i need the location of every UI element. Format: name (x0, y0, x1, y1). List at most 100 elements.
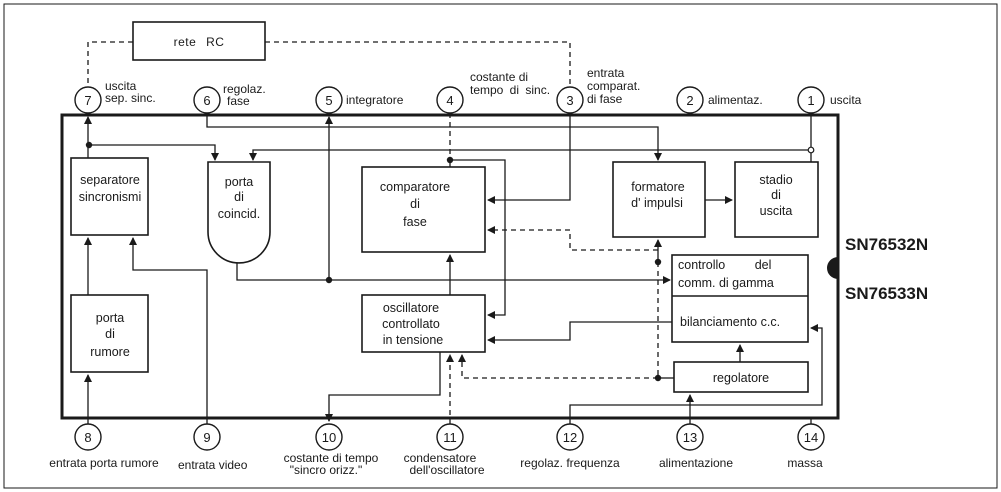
block-label: di (234, 190, 244, 204)
junction-ring (807, 146, 815, 154)
pin-number: 8 (84, 430, 91, 445)
wire (129, 237, 208, 424)
pin-number: 10 (322, 430, 336, 445)
block-label: di (105, 327, 115, 341)
chip-name-first: SN76532N (845, 235, 928, 254)
pin-3: 3 entrata comparat. di fase (556, 66, 640, 114)
pin-label: regolaz. frequenza (520, 456, 620, 470)
pin-label: regolaz. (223, 82, 266, 96)
pin-14: 14 massa (787, 423, 825, 470)
block-porta-coincidenza: porta di coincid. (207, 161, 271, 264)
dashed-wire (487, 226, 658, 251)
pin-number: 2 (686, 93, 693, 108)
block-regolatore: regolatore (673, 361, 809, 393)
pin-1: 1 uscita (797, 86, 862, 114)
pin-number: 14 (804, 430, 818, 445)
pin-circle (74, 86, 102, 114)
dashed-wire (87, 41, 133, 87)
pin-label: sep. sinc. (105, 91, 156, 105)
pin-label: fase (227, 94, 250, 108)
pin-number: 4 (446, 93, 453, 108)
pin-number: 9 (203, 430, 210, 445)
block-label: di (410, 197, 420, 211)
wire (249, 149, 811, 161)
block-box (673, 361, 809, 393)
block-box (361, 294, 486, 353)
pin-circle (556, 86, 584, 114)
block-box (207, 161, 271, 264)
block-label: controllo del (678, 258, 771, 272)
figure-frame (3, 3, 998, 489)
pin-label: di fase (587, 92, 623, 106)
rc-network-label: rete RC (174, 35, 225, 49)
pin-number: 6 (203, 93, 210, 108)
block-label: fase (403, 215, 427, 229)
junction-dot (325, 276, 333, 284)
pin-circle (193, 86, 221, 114)
pin-8: 8 entrata porta rumore (49, 423, 159, 470)
pin-circle (436, 423, 464, 451)
wire (325, 352, 441, 422)
wire (450, 159, 506, 319)
pin-label: dell'oscillatore (410, 463, 485, 477)
pin-12: 12 regolaz. frequenza (520, 423, 620, 470)
pin-circle (676, 423, 704, 451)
pin-number: 7 (84, 93, 91, 108)
junction-dot (654, 374, 662, 382)
pin-number: 12 (563, 430, 577, 445)
pin-circle (315, 423, 343, 451)
pin-label: comparat. (587, 79, 640, 93)
pin-6: 6 regolaz. fase (193, 82, 266, 114)
pin-circle (797, 423, 825, 451)
pin-circle (556, 423, 584, 451)
pin-13: 13 alimentazione (659, 423, 733, 470)
pin-2: 2 alimentaz. (676, 86, 763, 114)
block-stadio-uscita: stadio di uscita (734, 161, 819, 238)
pin-10: 10 costante di tempo "sincro orizz." (284, 423, 379, 477)
pin-label: alimentazione (659, 456, 733, 470)
pin-circle (676, 86, 704, 114)
dashed-wire (265, 41, 571, 87)
pin-11: 11 condensatore dell'oscillatore (404, 423, 485, 477)
block-label: comparatore (380, 180, 450, 194)
block-label: rumore (90, 345, 130, 359)
pin-label: costante di (470, 70, 528, 84)
wire (487, 113, 571, 204)
pin-9: 9 entrata video (178, 423, 248, 472)
pin-label: integratore (346, 93, 404, 107)
block-label: d' impulsi (631, 196, 683, 210)
block-label: regolatore (713, 371, 769, 385)
pin-number: 13 (683, 430, 697, 445)
ic-notch (827, 257, 838, 279)
block-formatore: formatore d' impulsi (612, 161, 706, 238)
wire (487, 321, 672, 344)
block-label: sincronismi (79, 190, 142, 204)
pin-circle (436, 86, 464, 114)
dashed-wire (458, 354, 658, 379)
junction-dot (654, 258, 662, 266)
block-label: formatore (631, 180, 685, 194)
pin-label: uscita (105, 79, 137, 93)
block-label: comm. di gamma (678, 276, 774, 290)
block-label: oscillatore (383, 301, 439, 315)
wires (84, 113, 823, 424)
block-label: porta (225, 175, 254, 189)
wire (88, 144, 219, 161)
block-box (70, 157, 149, 236)
block-comparatore: comparatore di fase (361, 166, 486, 253)
dashed-wires (87, 41, 659, 424)
pin-number: 11 (443, 430, 457, 445)
block-label: porta (96, 311, 125, 325)
block-label: di (771, 188, 781, 202)
wire (206, 113, 662, 161)
pin-label: entrata (587, 66, 625, 80)
pin-label: tempo di sinc. (470, 83, 550, 97)
block-label: bilanciamento c.c. (680, 315, 780, 329)
pin-number: 1 (807, 93, 814, 108)
pin-label: costante di tempo (284, 451, 379, 465)
block-box (734, 161, 819, 238)
pin-label: entrata porta rumore (49, 456, 159, 470)
rc-network-box (132, 21, 266, 61)
pin-circle (797, 86, 825, 114)
block-label: in tensione (383, 333, 444, 347)
